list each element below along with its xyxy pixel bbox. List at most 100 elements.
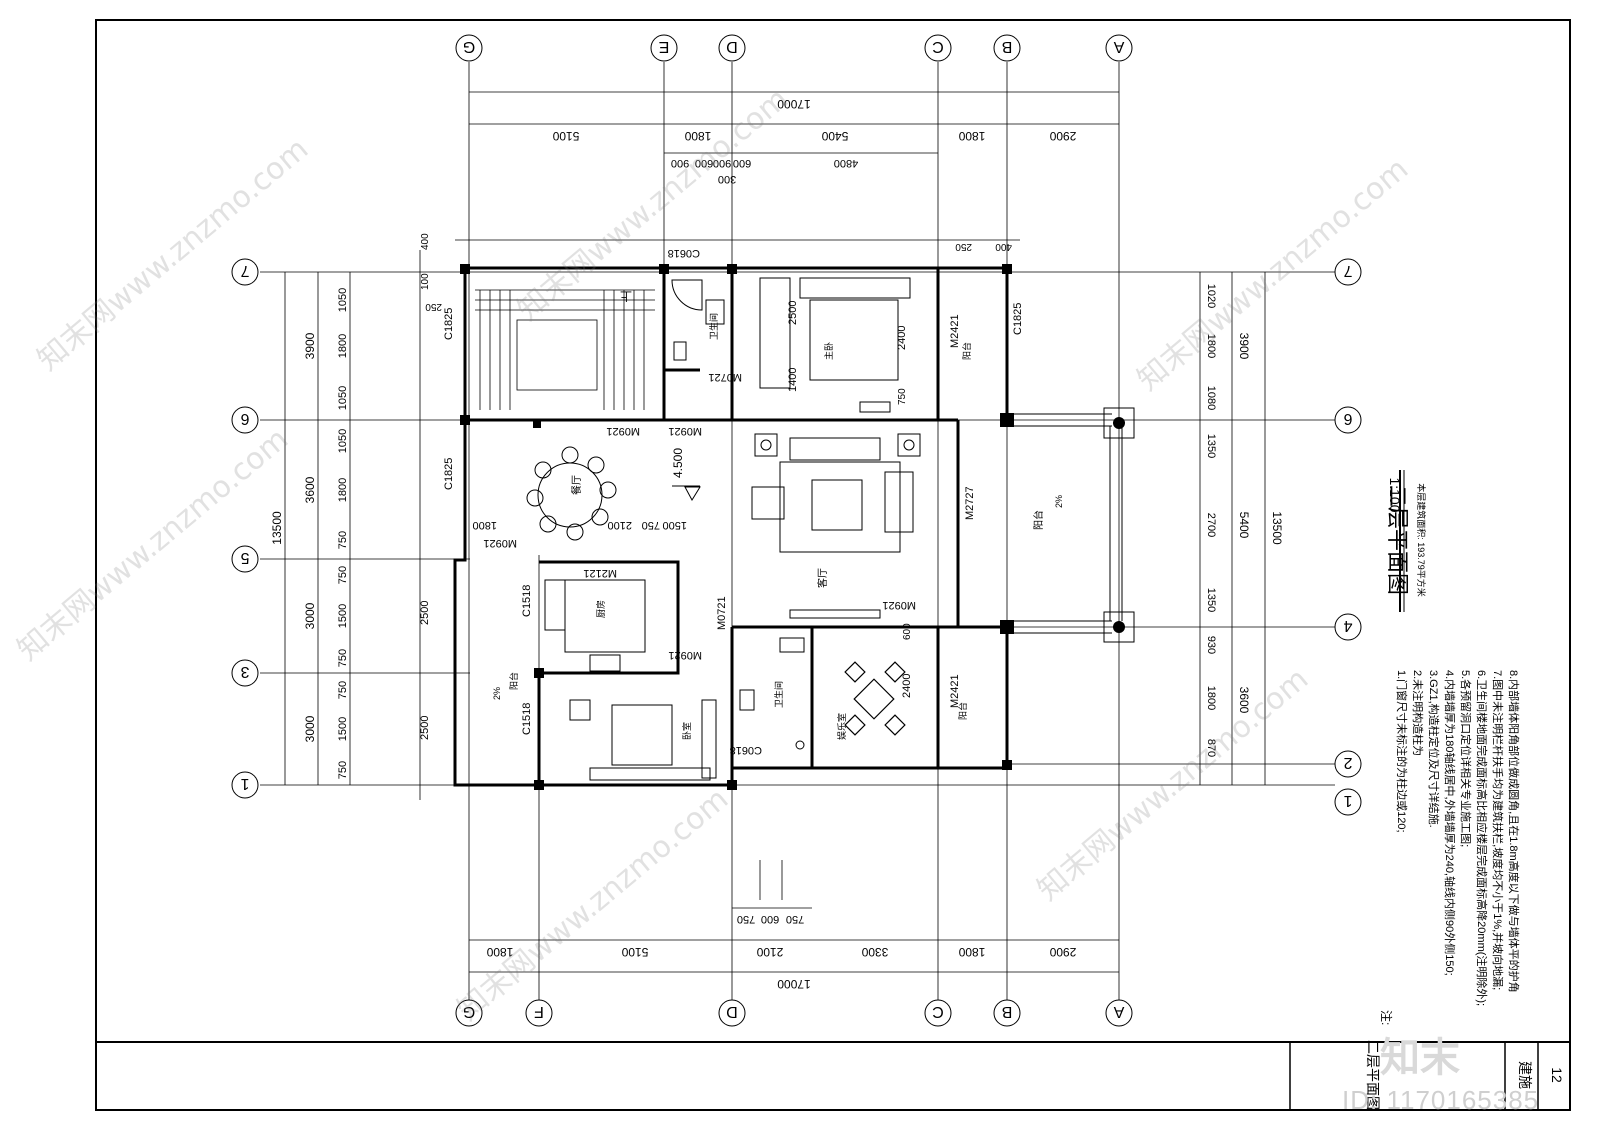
toilet2-fixtures: [739, 637, 805, 750]
svg-text:2400: 2400: [901, 674, 913, 698]
dim-left-inner: 1050: [337, 386, 349, 410]
slope-label: 2%: [1054, 495, 1064, 508]
room-living: 客厅: [816, 568, 829, 588]
svg-text:2400: 2400: [896, 326, 908, 350]
master-bed: [759, 277, 911, 413]
dim-left-mid: 3000: [303, 715, 317, 742]
dim-left-inner: 750: [337, 649, 349, 667]
dim-bottom-seg: 2900: [1049, 945, 1076, 959]
dim-top-detail: 900: [713, 157, 731, 169]
axis-label-right: 2: [1343, 754, 1352, 771]
room-leisure: 娱乐室: [836, 713, 847, 740]
tag-m2421: M2421: [949, 674, 961, 708]
note-item: 1.门窗尺寸未标注的为柱边或120;: [1395, 670, 1409, 833]
axis-label-right: 7: [1343, 262, 1352, 279]
elevation-mark: 4.500: [671, 448, 701, 502]
tag-c1518: C1518: [521, 585, 533, 617]
dim-bottom-detail: 750: [786, 913, 804, 925]
dim-right-inner: 1800: [1205, 686, 1217, 710]
dim-right-inner: 1350: [1205, 434, 1217, 458]
dining-table: [526, 446, 617, 541]
axis-label-left: 5: [240, 549, 249, 566]
dim-left-inner: 750: [337, 681, 349, 699]
axis-label-right: 1: [1343, 792, 1352, 809]
svg-text:750: 750: [897, 388, 908, 405]
stairs-up-label: 上: [620, 289, 632, 303]
dim-right-inner: 1020: [1205, 284, 1217, 308]
toilet-fixtures: [671, 279, 725, 361]
general-notes: 注: 1.门窗尺寸未标注的为柱边或120; 2.未注明构造柱为 3.GZ1,构造…: [1379, 670, 1521, 1025]
axis-label-left: 6: [240, 410, 249, 427]
room-balcony-right: 阳台: [1032, 510, 1045, 530]
tag-m0921: M0921: [668, 649, 702, 661]
dim-left-total: 13500: [270, 511, 284, 545]
svg-text:1800: 1800: [473, 519, 497, 531]
tag-c1518: C1518: [521, 703, 533, 735]
dimension-lines-right: [1199, 272, 1266, 785]
tag-m2121: M2121: [583, 567, 617, 579]
tag-m0921: M0921: [483, 537, 517, 549]
dim-bottom-detail: 750: [737, 913, 755, 925]
axis-label-top: C: [932, 38, 944, 55]
dim-top-seg: 5100: [552, 129, 579, 143]
dim-top-total: 17000: [777, 97, 811, 111]
room-bedroom: 卧室: [681, 722, 692, 740]
axis-label-bottom: F: [534, 1003, 544, 1020]
dim-right-inner: 930: [1205, 636, 1217, 654]
axis-bubbles-bottom: G F D C B A: [455, 999, 1133, 1027]
tag-m2727: M2727: [964, 486, 976, 520]
dim-bottom-seg: 2100: [756, 945, 783, 959]
axis-label-bottom: D: [726, 1003, 738, 1020]
brand-watermark: 知末: [1380, 1035, 1460, 1081]
drawing-title-block: 二层平面图 1:100 本层建筑面积: 193.79平方米: [1385, 470, 1427, 612]
tag-m2421: M2421: [949, 314, 961, 348]
room-toilet2: 卫生间: [773, 681, 784, 708]
tag-c1825: C1825: [443, 458, 455, 490]
svg-text:400: 400: [420, 233, 431, 250]
axis-bubbles-left: 7 6 5 3 1: [231, 258, 259, 799]
axis-label-left: 3: [240, 663, 249, 680]
dimension-lines-top: [455, 91, 1119, 241]
svg-text:250: 250: [955, 241, 972, 252]
axis-label-top: G: [463, 38, 475, 55]
tag-c0618: C0618: [668, 247, 700, 259]
axis-label-bottom: A: [1113, 1003, 1124, 1020]
dim-top-seg: 1800: [958, 129, 985, 143]
dim-left-inner: 1800: [337, 478, 349, 502]
tag-c1825: C1825: [443, 308, 455, 340]
balcony-railing: [1007, 407, 1135, 643]
tag-m0721: M0721: [716, 596, 728, 630]
note-item: 8.内部墙体阳角部位做成圆角,且在1.8m高度以下做与墙体平的护角: [1507, 670, 1521, 993]
room-dining: 餐厅: [570, 475, 583, 495]
svg-text:2100: 2100: [608, 519, 632, 531]
dim-left-inner: 1500: [337, 717, 349, 741]
axis-bubbles-right: 7 6 4 2 1: [1334, 258, 1362, 816]
dim-right-inner: 1350: [1205, 588, 1217, 612]
axis-label-top: D: [726, 38, 738, 55]
slope-label: 2%: [492, 687, 502, 700]
dim-top-detail: 900: [671, 157, 689, 169]
dim-right-inner: 1080: [1205, 386, 1217, 410]
tag-m0921: M0921: [882, 599, 916, 611]
note-item: 4.内墙墙厚为180轴线居中,外墙墙厚为240,轴线内侧90外侧150;: [1443, 670, 1457, 976]
kitchen-counter: [544, 579, 646, 672]
tag-m0921: M0921: [606, 425, 640, 437]
tag-c1825: C1825: [1012, 303, 1024, 335]
titleblock-category: 建施: [1517, 1061, 1533, 1089]
tag-m0921: M0921: [668, 425, 702, 437]
room-kitchen: 厨房: [595, 600, 606, 618]
dimension-lines-left: [284, 250, 421, 800]
svg-text:4.500: 4.500: [671, 448, 685, 478]
dim-left-mid: 3900: [303, 332, 317, 359]
dim-top-seg: 5400: [821, 129, 848, 143]
drawing-title: 二层平面图: [1385, 485, 1410, 595]
note-item: 5.各预留洞口定位详相关专业施工图;: [1459, 670, 1473, 847]
dim-left-inner: 750: [337, 566, 349, 584]
room-balcony-bottom: 阳台: [508, 672, 519, 690]
image-id-label: ID: 1170165385: [1342, 1085, 1540, 1115]
grid-lines: [260, 62, 1335, 1000]
dim-top-seg: 1800: [684, 129, 711, 143]
svg-text:2500: 2500: [787, 301, 799, 325]
note-item: 6.卫生间楼地面完成面标高比相应楼层完成面标高降20mm(注明除外);: [1475, 670, 1489, 1006]
